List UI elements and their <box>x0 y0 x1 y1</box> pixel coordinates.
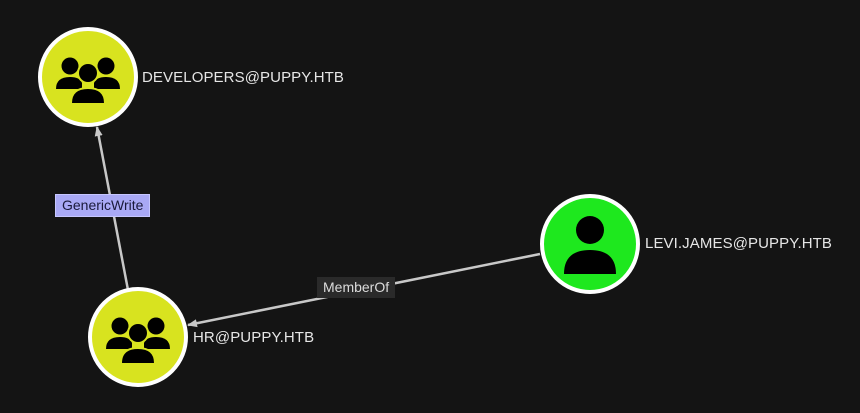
edge-label-generic-write[interactable]: GenericWrite <box>55 194 151 217</box>
node-label-developers: DEVELOPERS@PUPPY.HTB <box>142 69 345 86</box>
node-levi-james-user[interactable] <box>540 194 640 294</box>
node-hr-group[interactable] <box>88 287 188 387</box>
node-developers-group[interactable] <box>38 27 138 127</box>
node-label-levi-james: LEVI.JAMES@PUPPY.HTB <box>645 235 833 252</box>
users-icon <box>106 317 170 364</box>
node-label-hr: HR@PUPPY.HTB <box>193 329 315 346</box>
user-icon <box>564 216 616 274</box>
users-icon <box>56 57 120 104</box>
edge-label-member-of[interactable]: MemberOf <box>317 277 396 298</box>
